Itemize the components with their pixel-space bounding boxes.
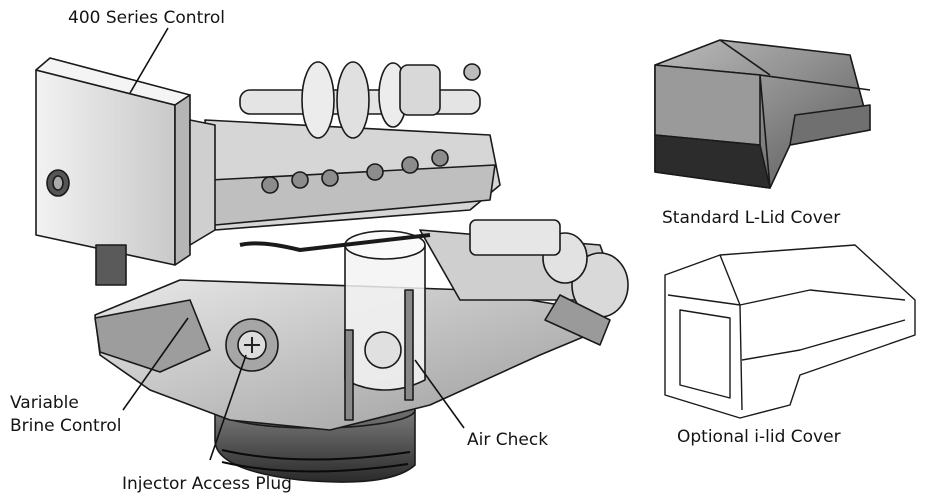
cam-shaft [239, 61, 481, 139]
control-box [35, 57, 216, 286]
air-check-chamber [344, 230, 426, 421]
brine-control-label-line2: Brine Control [10, 416, 122, 436]
injector-plug [225, 318, 279, 372]
brine-control-label-line1: Variable [10, 393, 79, 413]
brine-clamp [94, 299, 211, 373]
leader-air-check [414, 359, 465, 429]
standard-cover-label: Standard L-Lid Cover [662, 208, 841, 228]
gear-row [261, 149, 449, 194]
leader-injector [209, 354, 247, 461]
optional-ilid-cover [664, 244, 916, 419]
optional-cover-label: Optional i-lid Cover [677, 427, 841, 447]
standard-lid-cover [654, 39, 871, 189]
leader-control [129, 27, 169, 94]
brine-tube [239, 233, 431, 252]
air-check-label: Air Check [467, 430, 549, 450]
leader-lines [122, 27, 465, 461]
injector-label: Injector Access Plug [122, 474, 292, 494]
leader-brine [122, 317, 189, 411]
control-label: 400 Series Control [68, 8, 225, 28]
valve-assembly [94, 61, 629, 483]
piston-cylinders [419, 219, 629, 318]
mounting-bracket [544, 294, 611, 346]
